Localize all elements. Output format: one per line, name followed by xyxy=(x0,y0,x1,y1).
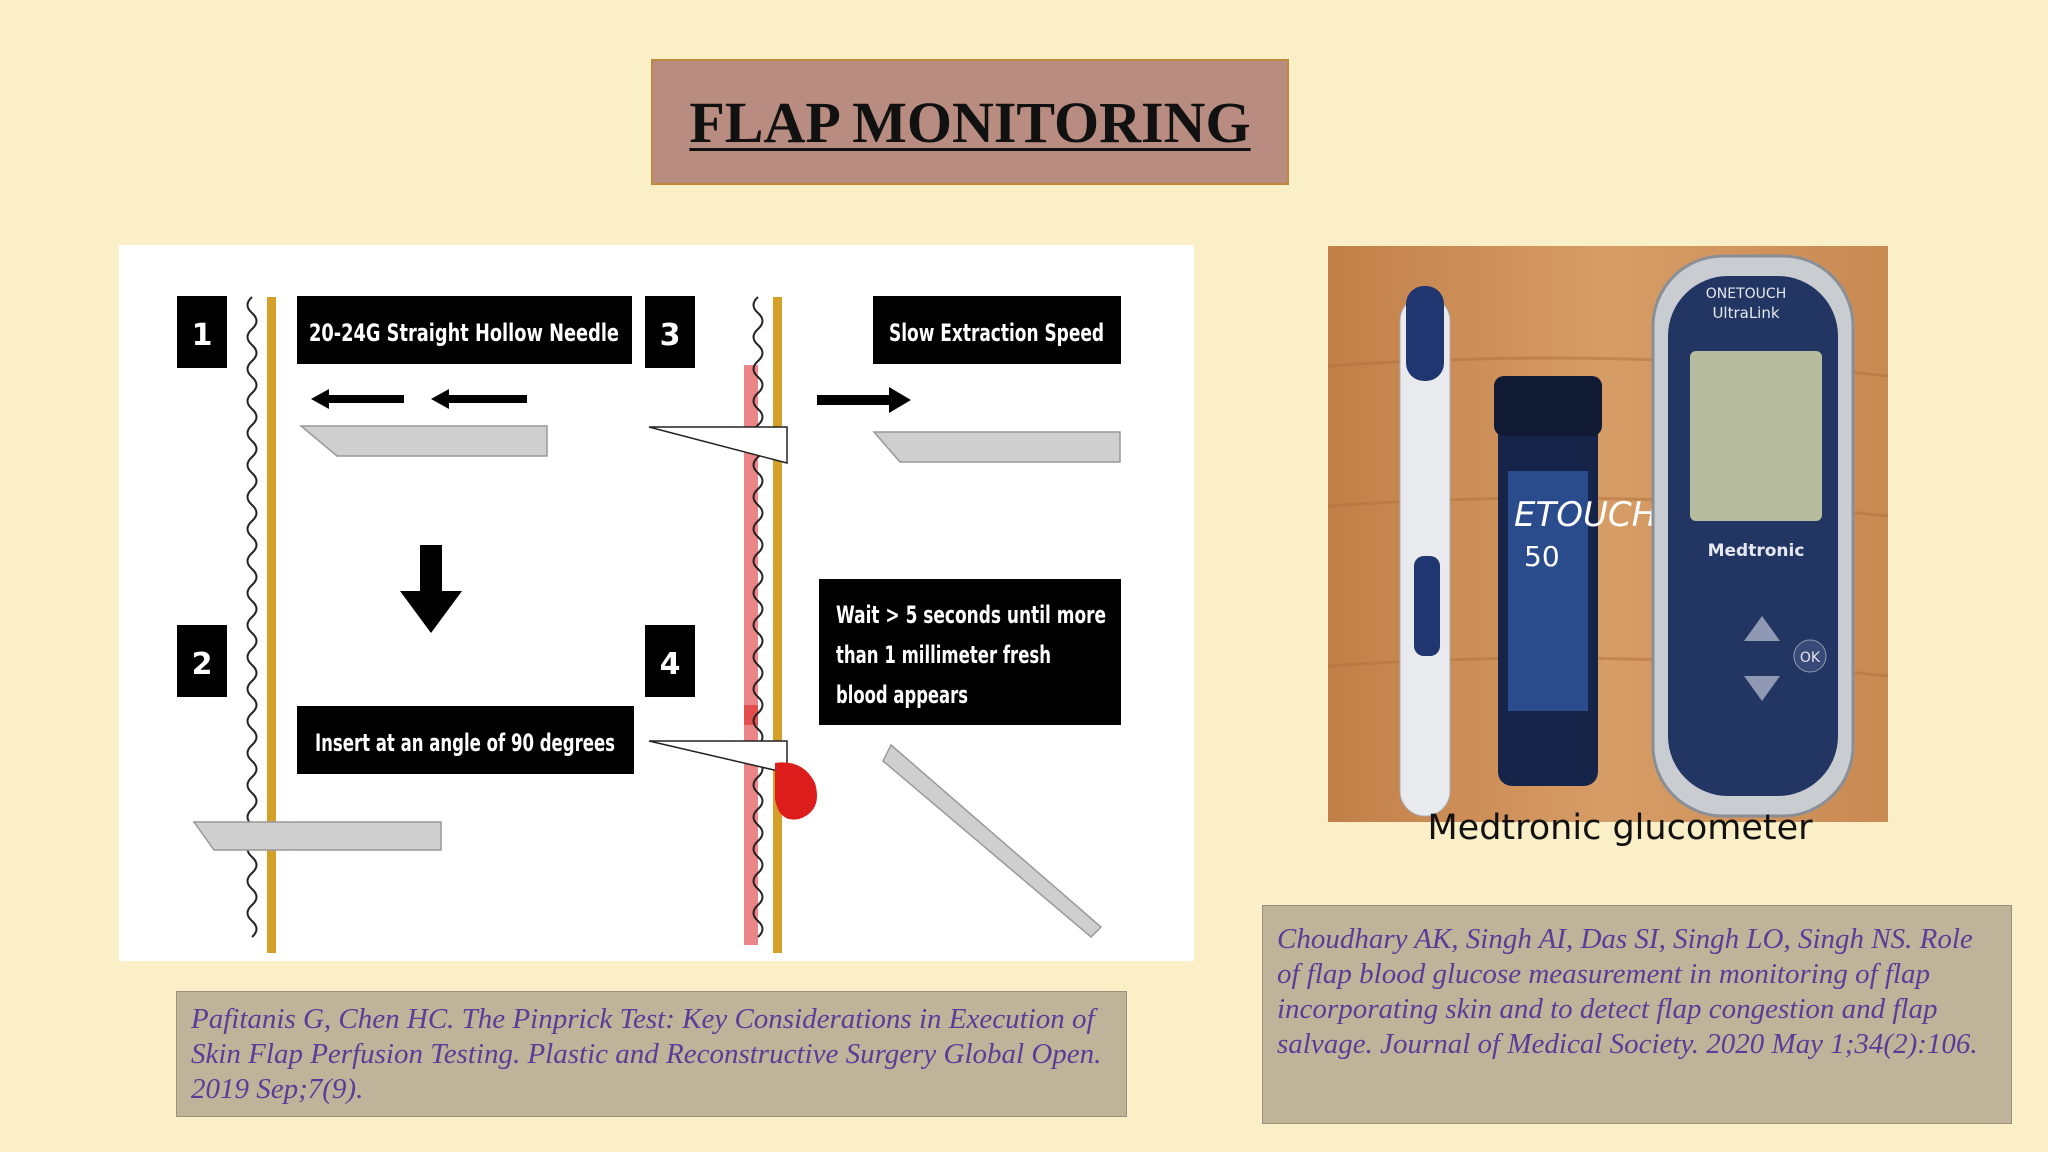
wait-label-line-2: than 1 millimeter fresh xyxy=(836,641,1051,669)
ok-button xyxy=(1793,639,1827,673)
slide-title: FLAP MONITORING xyxy=(689,89,1251,155)
step-3-number: 3 xyxy=(660,318,681,353)
step-4-number: 4 xyxy=(660,647,681,682)
vial-count-text: 50 xyxy=(1524,540,1560,573)
meter-brand-line-1: ONETOUCH xyxy=(1706,286,1786,302)
slow-label-box xyxy=(873,296,1121,364)
wait-label-box xyxy=(819,579,1121,725)
lancing-device-button xyxy=(1414,556,1440,656)
insert-label-box xyxy=(297,706,634,774)
pinprick-diagram-svg: 1 2 3 4 20-24G Straight Hollow Needle Sl… xyxy=(177,296,1121,953)
meter-brand-line-2: UltraLink xyxy=(1712,304,1779,322)
strip-vial-label xyxy=(1508,471,1588,711)
needle-step-2 xyxy=(192,821,442,851)
slow-label: Slow Extraction Speed xyxy=(889,319,1104,347)
step-2-number: 2 xyxy=(192,647,213,682)
ok-button-label: OK xyxy=(1800,650,1821,666)
step-1-number: 1 xyxy=(192,318,213,353)
needle-step-4 xyxy=(882,743,1103,939)
needle-label: 20-24G Straight Hollow Needle xyxy=(309,319,619,347)
step-3-box xyxy=(645,296,695,368)
needle-step-3 xyxy=(872,431,1121,463)
title-box: FLAP MONITORING xyxy=(651,59,1289,185)
needle-tip-step-4 xyxy=(648,740,788,774)
up-button-icon xyxy=(1744,616,1780,641)
down-arrow-icon xyxy=(400,545,462,633)
blood-drop-icon xyxy=(775,762,817,820)
glucometer-photo: ETOUCH 50 ONETOUCH UltraLink Medtronic O… xyxy=(1328,246,1888,822)
reference-right: Choudhary AK, Singh AI, Das SI, Singh LO… xyxy=(1262,905,2012,1124)
pinprick-diagram: 1 2 3 4 20-24G Straight Hollow Needle Sl… xyxy=(119,245,1194,961)
reference-left: Pafitanis G, Chen HC. The Pinprick Test:… xyxy=(176,991,1127,1117)
vial-brand-text: ETOUCH xyxy=(1514,495,1657,535)
wait-label-line-3: blood appears xyxy=(836,681,968,709)
step-2-box xyxy=(177,625,227,697)
glucometer-photo-svg: ETOUCH 50 ONETOUCH UltraLink Medtronic O… xyxy=(1328,246,1888,822)
down-button-icon xyxy=(1744,676,1780,701)
insert-label: Insert at an angle of 90 degrees xyxy=(315,729,615,757)
photo-caption: Medtronic glucometer xyxy=(1427,808,1813,848)
meter-screen xyxy=(1690,351,1822,521)
dermis-layer-left xyxy=(267,297,276,953)
meter-logo-text: Medtronic xyxy=(1708,541,1805,561)
needle-step-1 xyxy=(298,425,548,457)
lancing-device-cap xyxy=(1406,286,1444,381)
needle-label-box xyxy=(297,296,632,364)
needle-tip-step-3 xyxy=(648,426,788,464)
skin-wave-right xyxy=(752,296,764,938)
blood-tissue-upper xyxy=(744,365,758,725)
step-1-box xyxy=(177,296,227,368)
step-4-box xyxy=(645,625,695,697)
left-arrow-icon xyxy=(311,389,404,409)
right-arrow-icon xyxy=(817,387,911,413)
left-arrow-icon-2 xyxy=(431,389,527,409)
strip-vial-lid xyxy=(1494,376,1602,436)
wait-label-line-1: Wait > 5 seconds until more xyxy=(836,601,1106,629)
dermis-layer-right xyxy=(773,297,782,953)
